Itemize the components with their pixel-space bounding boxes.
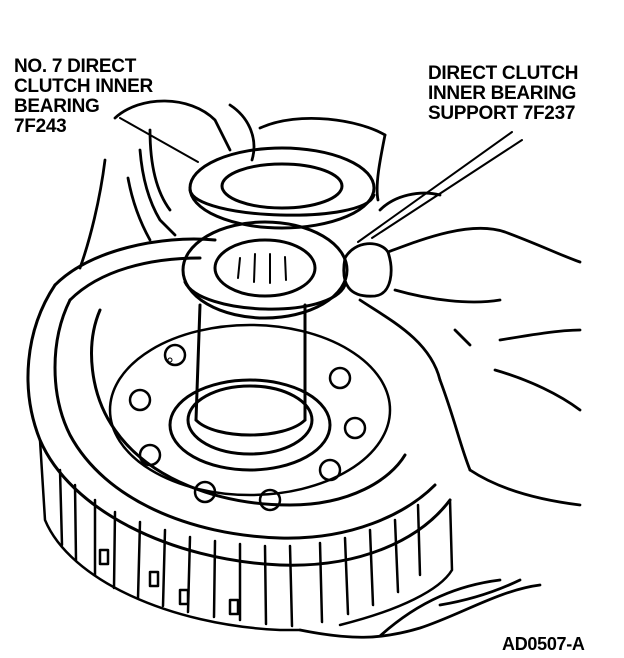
leader-support-b bbox=[371, 139, 523, 239]
drum-bolt-circle bbox=[108, 323, 392, 512]
drum-splines bbox=[38, 438, 454, 632]
leader-support-a bbox=[357, 131, 513, 243]
drum-top-edge bbox=[53, 237, 217, 287]
clutch-drum bbox=[26, 237, 454, 632]
hub-shaft-left bbox=[194, 303, 202, 422]
lower-right-hand bbox=[298, 578, 542, 639]
hub-shaft-bottom bbox=[194, 418, 307, 437]
callout-bearing-support: DIRECT CLUTCH INNER BEARING SUPPORT 7F23… bbox=[428, 63, 579, 124]
bolt-hole bbox=[163, 343, 187, 367]
drum-top-edge-inner bbox=[68, 256, 202, 302]
bolt-hole bbox=[193, 480, 217, 504]
drum-rim-inner bbox=[53, 298, 437, 540]
leader-no7-bearing bbox=[119, 117, 199, 163]
callout-line: INNER BEARING bbox=[428, 83, 577, 104]
callout-line: DIRECT CLUTCH bbox=[428, 63, 579, 84]
bolt-hole bbox=[328, 366, 352, 390]
support-ring-outer bbox=[181, 220, 349, 320]
callout-line: NO. 7 DIRECT bbox=[14, 56, 137, 77]
bolt-hole bbox=[128, 388, 152, 412]
right-hand bbox=[342, 191, 582, 507]
figure-identifier: AD0507-A bbox=[502, 634, 585, 654]
callout-leaders bbox=[119, 117, 523, 243]
bolt-hole bbox=[343, 416, 367, 440]
callout-no7-bearing: NO. 7 DIRECT CLUTCH INNER BEARING 7F243 bbox=[14, 57, 153, 137]
callout-line: 7F243 bbox=[14, 116, 67, 137]
hub-base-inner bbox=[186, 384, 314, 456]
drum-face bbox=[90, 308, 407, 507]
support-ring-inner bbox=[213, 238, 317, 298]
support-ring-splines bbox=[237, 253, 287, 284]
support-ring-lip bbox=[183, 280, 347, 311]
bolt-circle-outline bbox=[108, 323, 392, 497]
callout-line: CLUTCH INNER bbox=[14, 76, 153, 97]
bearing-support-ring bbox=[181, 220, 349, 320]
bearing-inner bbox=[220, 162, 344, 210]
bearing-thickness bbox=[188, 188, 376, 217]
drum-rim-outer bbox=[26, 283, 452, 567]
bolt-hole bbox=[258, 488, 282, 512]
bolt-hole bbox=[318, 458, 342, 482]
support-hub bbox=[168, 303, 332, 472]
callout-line: SUPPORT 7F237 bbox=[428, 103, 576, 124]
left-hand bbox=[78, 99, 387, 270]
bolt-hole bbox=[138, 443, 162, 467]
no7-bearing bbox=[188, 146, 376, 230]
hub-base-outer bbox=[168, 378, 332, 472]
callout-line: BEARING bbox=[14, 96, 100, 117]
bearing-outer bbox=[188, 146, 376, 230]
